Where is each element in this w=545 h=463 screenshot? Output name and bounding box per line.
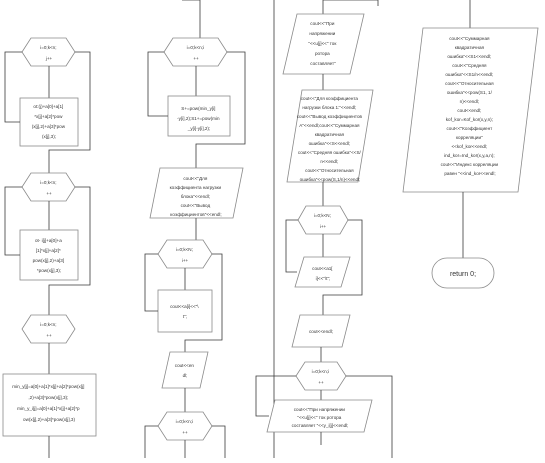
io-block-8 [402,27,539,193]
io-block-3-text: cout<<"При напряжении "<<u[j]<<" ток рот… [308,21,337,66]
loop-block-4-text: i=0;k<n;i ++ [187,45,206,61]
io-block-6 [291,314,351,348]
io-block-4 [286,89,374,183]
io-block-6-text: cout<<endl; [309,329,333,334]
loop-block-6-text: i=0;k<n;i ++ [176,419,195,435]
loop-exit-line [322,219,363,315]
terminal-block [431,257,495,289]
process-block-4-text: S+=pow(min_y[i] -y[i],2);S1+=pow(min _y[… [177,106,221,131]
process-block-2 [19,229,79,281]
loop-block-5 [157,239,213,269]
loop-back-line [144,425,158,458]
loop-block-2-text: i=0;k<n; ++ [40,180,58,196]
process-block-5-text: cout<<a[i]<<"\ t"; [170,304,200,319]
io-block-2 [161,351,209,389]
flow-line [182,0,201,38]
loop-block-1-text: i=0;k<n; j++ [40,45,58,61]
loop-block-3 [21,314,76,344]
io-block-2-text: cout<<en dl; [175,363,195,378]
loop-exit-line [346,375,393,458]
loop-block-6 [157,411,213,441]
loop-block-5-text: i=0;k<N; i++ [176,247,194,263]
process-block-2-text: ot- i[j]+a[0]+a [1]*x[j]+a[2]* pow(x[j],… [33,238,66,273]
loop-block-7-text: i=0;k<N; i++ [314,213,332,229]
loop-back-line [255,375,296,417]
loop-exit-line [195,51,246,168]
flow-line [322,0,379,14]
loop-block-4 [163,37,228,67]
loop-back-line [285,219,298,273]
process-block-1 [19,97,79,147]
io-block-5 [294,256,351,288]
loop-block-8 [295,361,347,391]
io-block-4-text: cout<<"Для коэффициента нагрузки блока 1… [297,96,364,182]
loop-exit-line [184,253,223,352]
io-block-7 [266,399,373,433]
process-block-4 [167,95,231,137]
loop-block-7 [297,205,349,235]
loop-block-2 [21,172,76,202]
io-block-5-text: cout<<a1[ i]<<"\t"; [312,266,334,281]
process-block-3-text: min_y[j]=a[0]+a[1]*x[j]+a[2]*pow(x[j] ,2… [12,384,85,422]
io-block-3 [282,13,365,75]
loop-back-line [4,186,22,256]
loop-block-1 [21,37,76,67]
loop-back-line [147,51,168,117]
loop-back-line [144,253,158,312]
io-block-8-text: cout<<"Суммарная квадратичная ошибка"<<S… [441,36,500,176]
io-block-7-text: cout<<"При напряжении "<<u[j]<<" ток рот… [292,407,349,428]
loop-exit-line [48,186,91,315]
io-block-1-text: cout<<"Для коэффициента нагрузки блока"<… [170,176,223,217]
process-block-1-text: ot:(j)+a[0]+a[1] *x[j]+a[2]*pow (x[j],2)… [32,104,67,139]
io-block-1 [149,167,244,219]
loop-exit-line [48,51,91,173]
loop-back-line [4,51,22,123]
process-block-5 [157,289,213,333]
loop-block-8-text: i=0;k<n;i ++ [312,369,331,385]
process-block-3 [2,373,97,437]
loop-exit-line [212,425,226,458]
terminal-block-text: return 0; [450,271,476,278]
loop-block-3-text: i=0;k<n; ++ [40,322,58,338]
